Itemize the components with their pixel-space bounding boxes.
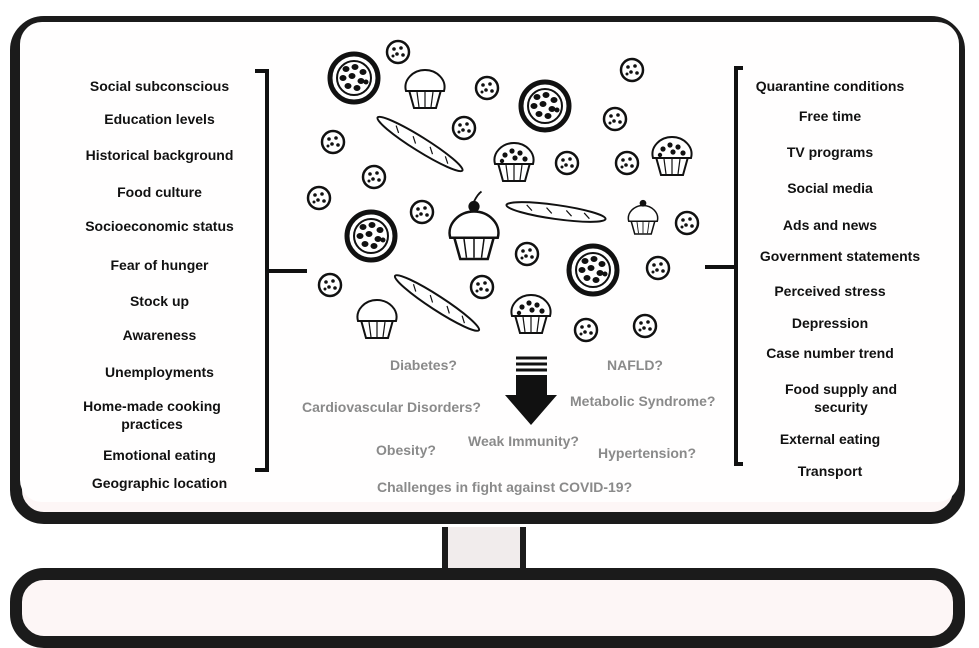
cookie-icon — [320, 129, 346, 155]
cookie-icon — [385, 39, 411, 65]
right-factor-8: Depression — [791, 315, 869, 331]
cookie-icon — [614, 150, 640, 176]
right-factor-4: Social media — [787, 180, 873, 196]
left-factor-11: Emotional eating — [103, 447, 216, 463]
muffin-icon — [404, 69, 446, 109]
outcome-diabetes: Diabetes? — [390, 357, 457, 373]
left-factor-12: Geographic location — [91, 475, 228, 491]
muffin-icon — [510, 294, 552, 334]
outcome-weak-immunity: Weak Immunity? — [468, 433, 579, 449]
cookie-icon — [602, 106, 628, 132]
cookie-icon — [409, 199, 435, 225]
cookie-icon — [361, 164, 387, 190]
outcome-nafld: NAFLD? — [607, 357, 663, 373]
right-factor-6: Government statements — [759, 248, 921, 264]
cookie-icon — [573, 317, 599, 343]
right-factor-7: Perceived stress — [774, 283, 886, 299]
muffin-icon — [356, 299, 398, 339]
right-bracket — [734, 66, 743, 466]
left-factor-10: Home-made cooking practices — [83, 398, 221, 432]
right-factor-9: Case number trend — [766, 345, 894, 361]
left-factor-3: Historical background — [85, 147, 234, 163]
right-factor-5: Ads and news — [782, 217, 878, 233]
frame-background — [20, 22, 959, 502]
left-factor-6: Fear of hunger — [110, 257, 209, 273]
pizza-icon — [347, 212, 395, 260]
outcome-metabolic: Metabolic Syndrome? — [570, 393, 716, 409]
outcome-obesity: Obesity? — [376, 442, 436, 458]
left-factor-1: Social subconscious — [89, 78, 230, 94]
right-factor-3: TV programs — [786, 144, 874, 160]
cookie-icon — [474, 75, 500, 101]
cupcake-icon — [627, 199, 659, 235]
cookie-icon — [632, 313, 658, 339]
right-factor-2: Free time — [798, 108, 862, 124]
baguette-icon — [390, 268, 484, 338]
left-factor-2: Education levels — [104, 111, 215, 127]
left-factor-8: Awareness — [122, 327, 197, 343]
baguette-icon — [504, 197, 608, 227]
cookie-icon — [306, 185, 332, 211]
cookie-icon — [469, 274, 495, 300]
cookie-icon — [514, 241, 540, 267]
down-arrow-icon — [505, 356, 557, 425]
left-bracket — [255, 69, 269, 472]
right-factor-11: External eating — [779, 431, 881, 447]
muffin-icon — [493, 142, 535, 182]
diagram-graphics — [255, 39, 743, 472]
cupcake-icon — [448, 190, 500, 261]
outcome-cardiovascular: Cardiovascular Disorders? — [302, 399, 481, 415]
cookie-icon — [554, 150, 580, 176]
left-factor-4: Food culture — [117, 184, 202, 200]
pizza-icon — [330, 54, 378, 102]
cookie-icon — [451, 115, 477, 141]
right-factor-10: Food supply and security — [785, 381, 897, 415]
left-factor-7: Stock up — [129, 293, 190, 309]
pizza-icon — [569, 246, 617, 294]
left-factor-5: Socioeconomic status — [85, 218, 234, 234]
pizza-icon — [521, 82, 569, 130]
baguette-icon — [372, 110, 468, 178]
muffin-icon — [651, 136, 693, 176]
outcome-covid: Challenges in fight against COVID-19? — [377, 479, 633, 495]
outcome-hypertension: Hypertension? — [598, 445, 697, 461]
cookie-icon — [317, 272, 343, 298]
left-factor-9: Unemployments — [105, 364, 214, 380]
frame-connector — [442, 527, 526, 573]
cookie-icon — [645, 255, 671, 281]
cookie-icon — [674, 210, 700, 236]
right-factor-1: Quarantine conditions — [755, 78, 905, 94]
right-factor-12: Transport — [797, 463, 863, 479]
cookie-icon — [619, 57, 645, 83]
